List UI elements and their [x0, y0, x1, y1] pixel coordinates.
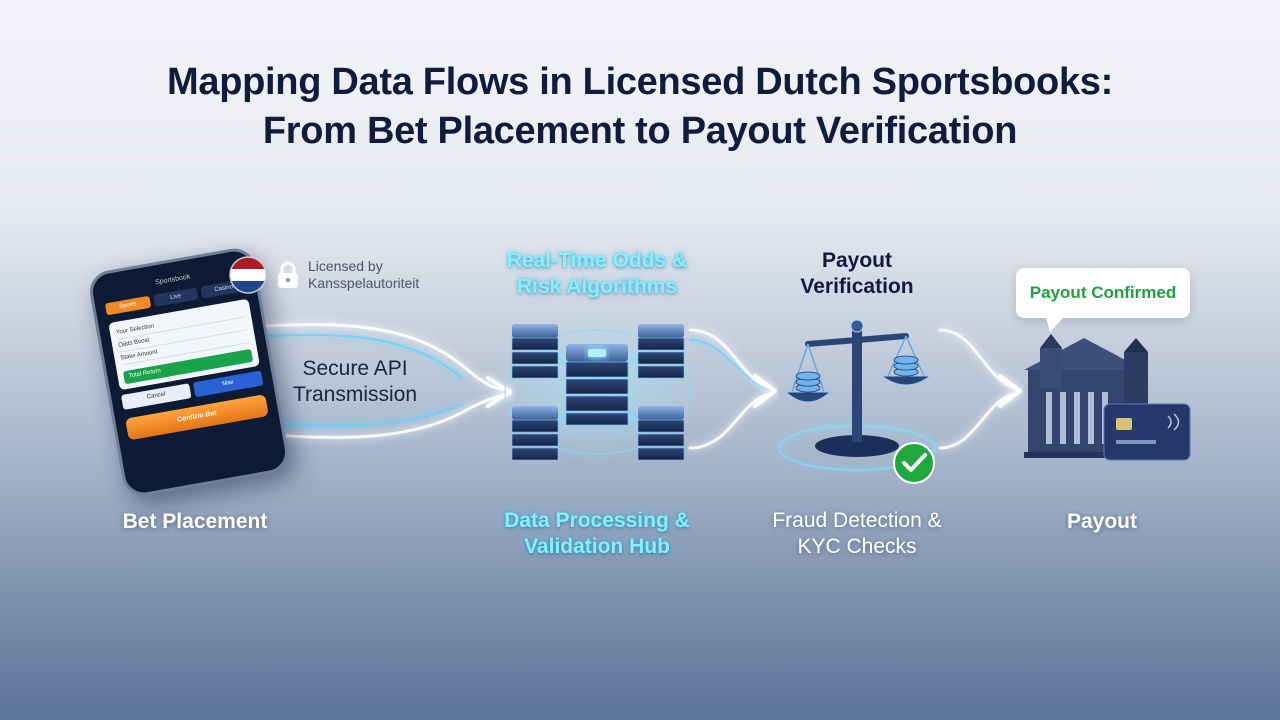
processing-top-label: Real-Time Odds & Risk Algorithms [506, 249, 688, 298]
payout-confirmed-text: Payout Confirmed [1029, 283, 1177, 302]
licence-text: Licensed by Kansspelautoriteit [308, 258, 420, 291]
credit-card-icon [1103, 403, 1191, 461]
phone-tab-sports[interactable]: Sports [104, 295, 151, 316]
licence-badge: Licensed by Kansspelautoriteit [228, 255, 430, 295]
bet-placement-label: Bet Placement [122, 510, 268, 533]
page-title: Mapping Data Flows in Licensed Dutch Spo… [40, 58, 1240, 156]
title-line-1: Mapping Data Flows in Licensed Dutch Spo… [167, 61, 1113, 103]
padlock-icon [278, 261, 298, 288]
data-stream-payout [938, 328, 1017, 450]
data-stream-hub-out [688, 328, 772, 450]
balance-scale-icon [778, 319, 936, 471]
processing-bottom-label: Data Processing & Validation Hub [504, 509, 690, 558]
netherlands-flag-icon [229, 256, 267, 294]
title-line-2: From Bet Placement to Payout Verificatio… [262, 110, 1018, 152]
payout-label: Payout [1066, 510, 1137, 533]
arrowhead-payout [998, 374, 1022, 408]
api-transmission-label: Secure API Transmission [292, 357, 418, 406]
arrowhead-hub [753, 374, 777, 408]
payout-confirmed-bubble: Payout Confirmed [1016, 268, 1190, 332]
verification-top-label: Payout Verification [800, 249, 914, 298]
phone-tab-live[interactable]: Live [152, 287, 199, 307]
verification-bottom-label: Fraud Detection & KYC Checks [772, 509, 942, 558]
server-cluster-icon [492, 313, 702, 463]
check-circle-icon [893, 442, 935, 484]
